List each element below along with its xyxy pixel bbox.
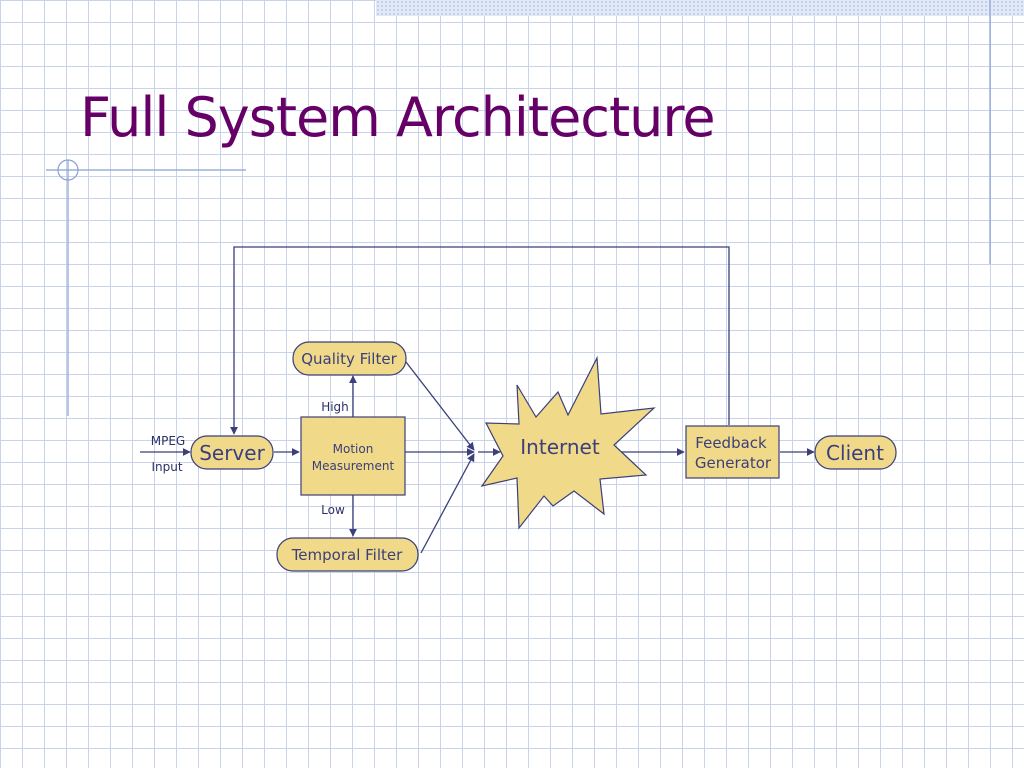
motion-label-line2: Measurement	[312, 459, 395, 473]
server-node	[190, 435, 274, 470]
motion-label-line1: Motion	[333, 442, 374, 456]
high-label: High	[321, 400, 349, 414]
input-label: Input	[151, 460, 182, 474]
header-band	[376, 0, 1024, 16]
temporal-filter-node	[276, 537, 419, 572]
mpeg-label: MPEG	[151, 434, 185, 448]
feedback-loop-arrow	[230, 246, 730, 435]
low-label: Low	[321, 503, 345, 517]
feedback-label-line1: Feedback	[695, 434, 767, 452]
server-label: Server	[199, 441, 265, 465]
feedback-label-line2: Generator	[695, 454, 772, 472]
slide-title: Full System Architecture	[80, 86, 716, 149]
quality-filter-node	[292, 341, 407, 376]
temporal-to-merge-arrow	[420, 453, 475, 554]
internet-burst-shape	[480, 355, 656, 530]
crosshair-ring	[57, 159, 79, 181]
quality-filter-label: Quality Filter	[301, 350, 397, 368]
client-node	[814, 435, 897, 470]
temporal-filter-label: Temporal Filter	[291, 546, 403, 564]
internet-label: Internet	[520, 435, 600, 459]
feedback-generator-node	[685, 425, 780, 479]
client-label: Client	[826, 441, 884, 465]
motion-measurement-node	[300, 416, 406, 496]
quality-to-merge-arrow	[405, 361, 475, 451]
